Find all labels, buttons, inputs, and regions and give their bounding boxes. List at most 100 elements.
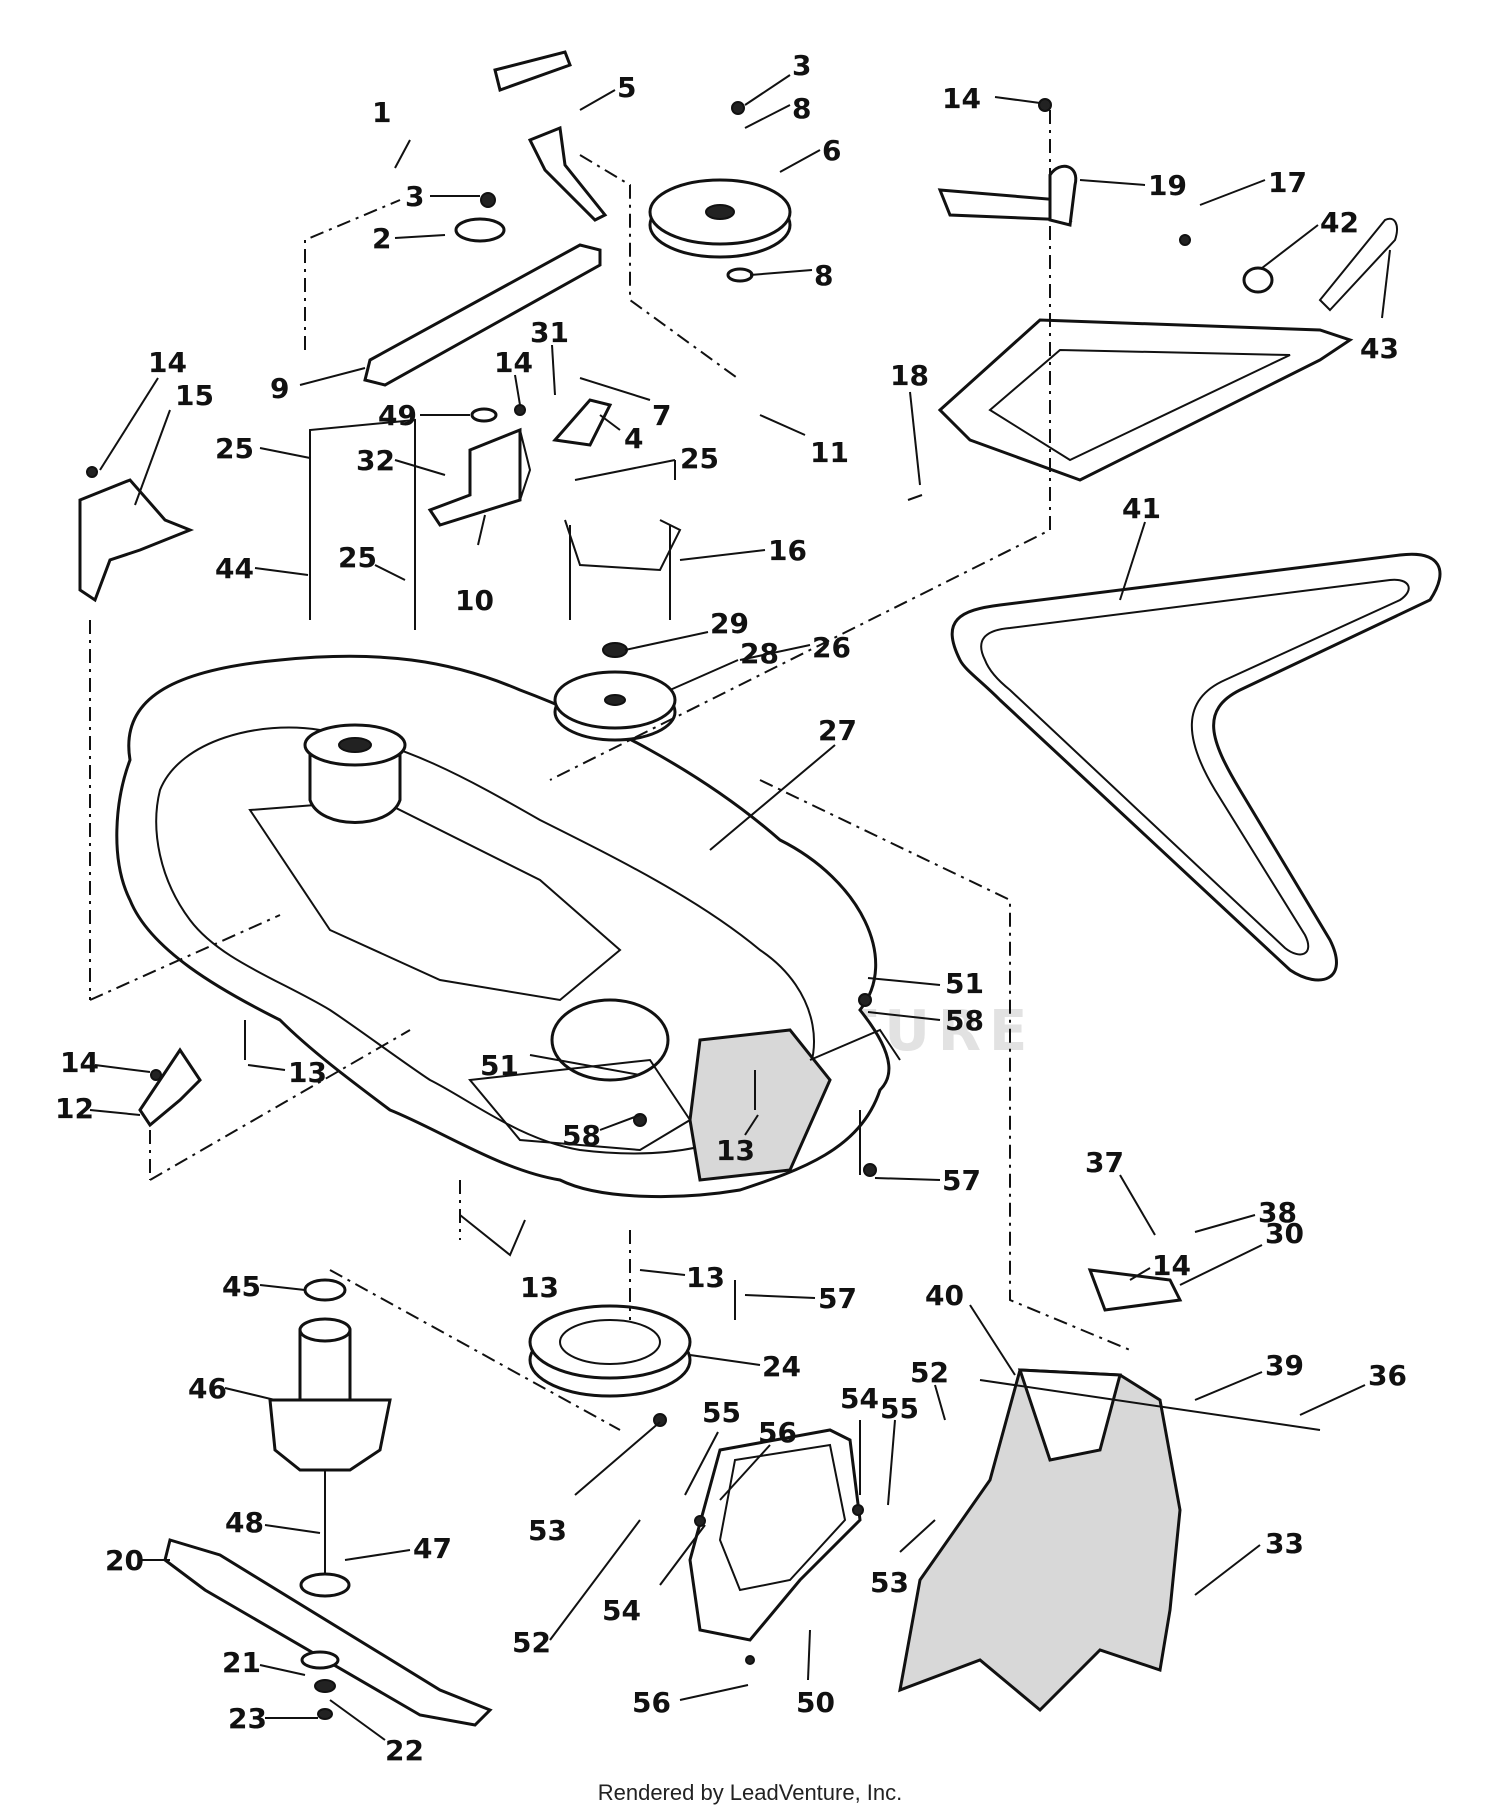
callout-3b: 3 xyxy=(744,49,811,106)
callout-15: 15 xyxy=(134,379,214,506)
svg-text:54: 54 xyxy=(602,1594,641,1627)
svg-text:3: 3 xyxy=(405,180,424,213)
svg-text:22: 22 xyxy=(385,1734,424,1767)
svg-text:25: 25 xyxy=(338,541,377,574)
svg-text:54: 54 xyxy=(840,1382,879,1415)
chute-bracket-30 xyxy=(1087,1268,1183,1312)
callout-7: 7 xyxy=(579,377,671,432)
idler-arm xyxy=(363,50,608,387)
callout-31: 31 xyxy=(530,316,569,396)
callout-52a: 52 xyxy=(512,1519,641,1659)
callout-18: 18 xyxy=(890,359,929,486)
svg-text:32: 32 xyxy=(356,444,395,477)
svg-text:20: 20 xyxy=(105,1544,144,1577)
mower-blade xyxy=(163,1538,493,1727)
svg-text:57: 57 xyxy=(942,1164,981,1197)
belt-guard-assembly xyxy=(907,164,1398,501)
svg-text:15: 15 xyxy=(175,379,214,412)
callout-21: 21 xyxy=(222,1646,306,1679)
belt-guide-16 xyxy=(564,519,682,620)
callout-47: 47 xyxy=(344,1532,452,1565)
bearing-ring xyxy=(528,1304,692,1398)
svg-text:14: 14 xyxy=(148,346,187,379)
svg-text:41: 41 xyxy=(1122,492,1161,525)
svg-text:10: 10 xyxy=(455,584,494,617)
svg-text:7: 7 xyxy=(652,399,671,432)
deck-housing xyxy=(115,654,901,1199)
svg-text:33: 33 xyxy=(1265,1527,1304,1560)
svg-text:11: 11 xyxy=(810,436,849,469)
assembly-lines xyxy=(89,110,1131,1431)
svg-text:6: 6 xyxy=(822,134,841,167)
callout-25b: 25 xyxy=(574,442,719,481)
svg-text:47: 47 xyxy=(413,1532,452,1565)
callout-16: 16 xyxy=(679,534,807,567)
callout-4: 4 xyxy=(599,414,643,455)
svg-text:25: 25 xyxy=(680,442,719,475)
callout-56b: 56 xyxy=(632,1684,749,1719)
svg-text:4: 4 xyxy=(624,422,643,455)
callout-52b: 52 xyxy=(910,1356,949,1421)
callouts: 1 2 3 3 4 5 6 7 8 8 9 10 11 12 13 13 13 … xyxy=(55,49,1407,1767)
pivot-rod-36 xyxy=(979,1379,1321,1431)
svg-text:13: 13 xyxy=(520,1271,559,1304)
callout-8b: 8 xyxy=(749,259,833,292)
callout-26: 26 xyxy=(739,631,851,664)
callout-13b: 13 xyxy=(716,1114,759,1167)
discharge-chute-33 xyxy=(898,1368,1182,1713)
svg-text:50: 50 xyxy=(796,1686,835,1719)
callout-58b: 58 xyxy=(562,1114,641,1152)
svg-text:52: 52 xyxy=(512,1626,551,1659)
svg-text:8: 8 xyxy=(814,259,833,292)
svg-text:14: 14 xyxy=(1152,1249,1191,1282)
callout-54b: 54 xyxy=(840,1382,879,1495)
svg-text:9: 9 xyxy=(270,372,289,405)
callout-13d: 13 xyxy=(639,1261,725,1294)
svg-text:58: 58 xyxy=(945,1004,984,1037)
bracket-15 xyxy=(78,478,195,603)
callout-43: 43 xyxy=(1360,249,1399,365)
callout-14e: 14 xyxy=(1129,1249,1191,1282)
idler-pulley-lower xyxy=(553,642,677,742)
spindle-assembly xyxy=(268,1278,392,1598)
callout-49: 49 xyxy=(378,399,470,432)
bracket-4 xyxy=(552,398,613,447)
svg-text:31: 31 xyxy=(530,316,569,349)
svg-text:19: 19 xyxy=(1148,169,1187,202)
callout-23: 23 xyxy=(228,1702,318,1735)
svg-text:44: 44 xyxy=(215,552,254,585)
callout-38: 38 xyxy=(1194,1196,1297,1233)
callout-48: 48 xyxy=(225,1506,321,1539)
callout-51b: 51 xyxy=(480,1049,641,1082)
callout-8a: 8 xyxy=(744,92,811,129)
idler-pulley-top xyxy=(648,178,792,283)
svg-text:40: 40 xyxy=(925,1279,964,1312)
deck-spindle xyxy=(303,723,407,824)
callout-55b: 55 xyxy=(880,1392,919,1506)
callout-36: 36 xyxy=(1299,1359,1407,1416)
callout-13a: 13 xyxy=(247,1056,327,1089)
svg-text:48: 48 xyxy=(225,1506,264,1539)
callout-33: 33 xyxy=(1194,1527,1304,1596)
callout-11: 11 xyxy=(759,414,849,469)
svg-text:55: 55 xyxy=(880,1392,919,1425)
svg-text:39: 39 xyxy=(1265,1349,1304,1382)
callout-32: 32 xyxy=(356,444,446,477)
callout-30: 30 xyxy=(1179,1217,1304,1286)
callout-57a: 57 xyxy=(874,1164,981,1197)
callout-14d: 14 xyxy=(60,1046,151,1079)
svg-text:56: 56 xyxy=(758,1416,797,1449)
callout-9: 9 xyxy=(270,367,366,405)
svg-text:24: 24 xyxy=(762,1350,801,1383)
callout-25a: 25 xyxy=(215,432,311,465)
callout-28: 28 xyxy=(669,637,779,691)
callout-39: 39 xyxy=(1194,1349,1304,1401)
svg-text:21: 21 xyxy=(222,1646,261,1679)
svg-text:43: 43 xyxy=(1360,332,1399,365)
callout-53b: 53 xyxy=(870,1519,936,1599)
callout-14b: 14 xyxy=(494,346,533,406)
svg-text:26: 26 xyxy=(812,631,851,664)
svg-text:14: 14 xyxy=(494,346,533,379)
svg-text:30: 30 xyxy=(1265,1217,1304,1250)
callout-57b: 57 xyxy=(744,1282,857,1315)
